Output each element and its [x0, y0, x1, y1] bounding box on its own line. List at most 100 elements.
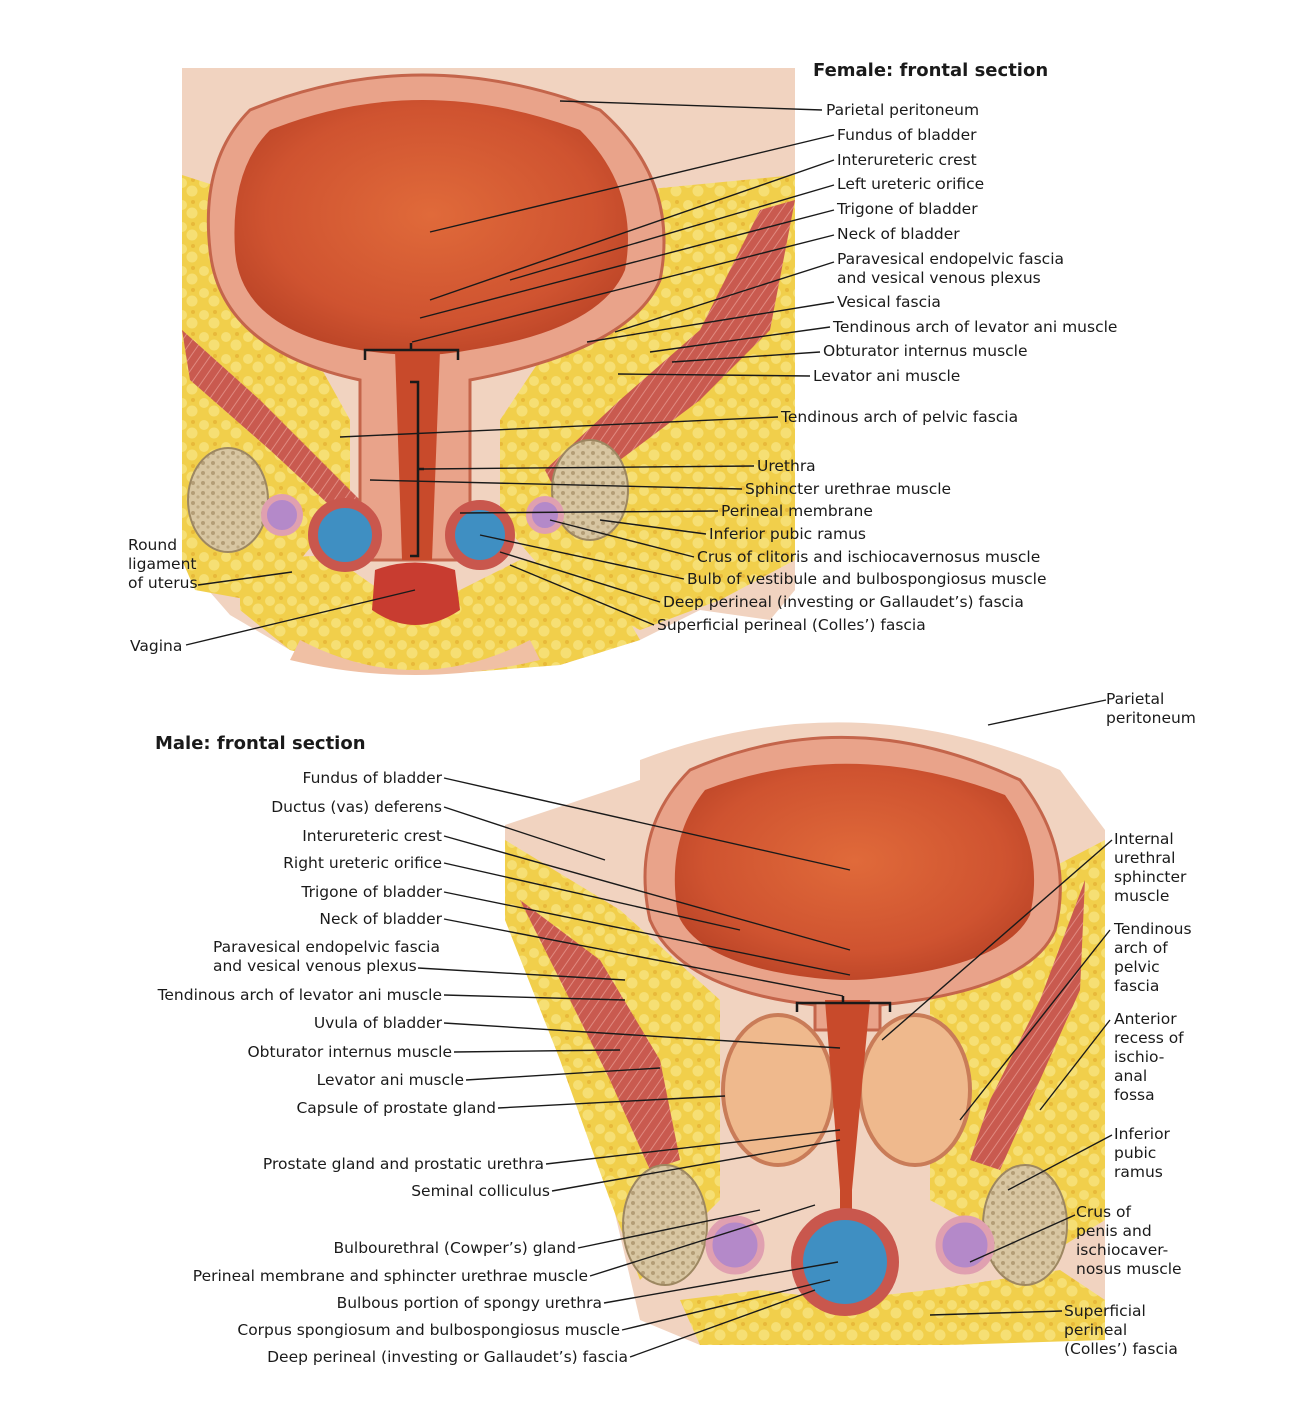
label-female-round-ligament-line1: Round	[128, 536, 178, 554]
leader-f-parietal-peritoneum	[559, 100, 823, 111]
label-female-trigone-of-bladder: Trigone of bladder	[837, 200, 978, 218]
label-male-bulbourethral-gland: Bulbourethral (Cowper’s) gland	[333, 1239, 576, 1257]
label-female-urethra: Urethra	[757, 457, 816, 475]
label-male-uvula-of-bladder: Uvula of bladder	[313, 1014, 442, 1032]
label-male-crus-line4: nosus muscle	[1076, 1260, 1182, 1278]
female-bulb-left	[308, 498, 382, 572]
label-male-paravesical-line1: Paravesical endopelvic fascia	[212, 938, 440, 956]
label-male-bulbous-spongy-urethra: Bulbous portion of spongy urethra	[336, 1294, 602, 1312]
leader-f-perineal-membrane	[459, 510, 719, 514]
label-male-fundus-of-bladder: Fundus of bladder	[302, 769, 442, 787]
leader-m-crus-penis	[969, 1214, 1076, 1263]
male-muscle-right	[970, 880, 1085, 1170]
label-male-tendinous-arch-pelvic: Tendinous arch of pelvic fascia	[1114, 920, 1192, 996]
leader-f-vesical-fascia	[586, 301, 835, 343]
male-bladder-lumen	[674, 763, 1035, 980]
female-bracket-urethra	[410, 380, 424, 558]
label-female-vesical-fascia: Vesical fascia	[837, 293, 941, 311]
label-male-internal-line2: urethral	[1114, 849, 1176, 867]
label-male-recess-line1: Anterior	[1114, 1010, 1177, 1028]
male-corpus-spongiosum	[791, 1208, 899, 1316]
label-female-perineal-membrane: Perineal membrane	[721, 502, 873, 520]
leader-f-sphincter	[369, 479, 743, 490]
label-male-parietal-line2: peritoneum	[1106, 709, 1196, 727]
label-male-ramus-line1: Inferior	[1114, 1125, 1170, 1143]
leader-f-superficial-perineal	[509, 564, 655, 626]
label-male-crus-line3: ischiocaver-	[1076, 1241, 1169, 1259]
label-male-perineal-membrane: Perineal membrane and sphincter urethrae…	[192, 1267, 588, 1285]
leader-m-superficial-perineal	[929, 1310, 1063, 1316]
label-male-seminal-colliculus: Seminal colliculus	[411, 1182, 550, 1200]
label-male-tendinous-line1: Tendinous	[1114, 920, 1192, 938]
leader-f-levator-ani	[617, 373, 811, 377]
female-vagina	[372, 562, 460, 625]
label-male-ductus-deferens: Ductus (vas) deferens	[271, 798, 442, 816]
leader-m-corpus-spongiosum	[621, 1279, 831, 1331]
female-crus-right	[526, 496, 564, 534]
male-title: Male: frontal section	[155, 733, 366, 754]
label-male-internal-urethral-sphincter: Internal urethral sphincter muscle	[1114, 830, 1186, 906]
male-crus-left	[705, 1215, 765, 1275]
leader-m-bulbourethral	[577, 1209, 761, 1249]
label-male-crus-line1: Crus of	[1076, 1203, 1131, 1221]
female-illustration	[182, 68, 795, 675]
label-male-right-ureteric-orifice: Right ureteric orifice	[283, 854, 442, 872]
label-male-recess-line4: anal	[1114, 1067, 1148, 1085]
male-bracket-neck	[795, 996, 892, 1012]
leader-m-neck	[443, 918, 844, 997]
leader-lines	[185, 100, 1113, 1358]
label-male-tendinous-line2: arch of	[1114, 939, 1168, 957]
label-male-interureteric-crest: Interureteric crest	[302, 827, 442, 845]
leader-f-vagina	[185, 589, 416, 646]
leader-f-fundus	[429, 134, 835, 233]
label-male-parietal-peritoneum: Parietal peritoneum	[1106, 690, 1196, 728]
label-female-paravesical-line1: Paravesical endopelvic fascia	[837, 250, 1065, 268]
label-female-left-ureteric-orifice: Left ureteric orifice	[837, 175, 985, 193]
male-muscle-left	[520, 900, 680, 1170]
label-female-sphincter-urethrae: Sphincter urethrae muscle	[745, 480, 952, 498]
male-prostate-right	[858, 1013, 972, 1167]
leader-m-levator-ani	[465, 1067, 661, 1081]
leader-m-bulbous-portion	[603, 1261, 839, 1304]
male-fat-lower	[680, 1270, 1105, 1345]
leader-f-crus-clitoris	[549, 519, 695, 558]
leader-f-tendinous-pelvic	[339, 416, 779, 438]
label-female-deep-perineal-fascia: Deep perineal (investing or Gallaudet’s)…	[663, 593, 1024, 611]
leader-f-left-ureteric-orifice	[509, 184, 835, 281]
label-male-parietal-line1: Parietal	[1106, 690, 1165, 708]
label-male-inferior-pubic-ramus: Inferior pubic ramus	[1114, 1125, 1170, 1182]
female-pubic-bone-right	[551, 439, 629, 541]
leader-f-inferior-pubic-ramus	[599, 519, 707, 535]
leader-f-obturator	[671, 351, 821, 363]
leader-m-prostate	[545, 1129, 841, 1165]
label-female-parietal-peritoneum: Parietal peritoneum	[826, 101, 980, 119]
leader-m-trigone	[443, 891, 851, 976]
label-male-obturator-internus: Obturator internus muscle	[247, 1043, 452, 1061]
leader-f-bulb-vestibule	[479, 534, 685, 580]
label-male-recess-line5: fossa	[1114, 1086, 1155, 1104]
label-male-prostate-gland: Prostate gland and prostatic urethra	[262, 1155, 544, 1173]
label-male-levator-ani: Levator ani muscle	[316, 1071, 464, 1089]
label-female-interureteric-crest: Interureteric crest	[837, 151, 977, 169]
label-male-ramus-line2: pubic	[1114, 1144, 1157, 1162]
label-female-neck-of-bladder: Neck of bladder	[837, 225, 960, 243]
label-female-fundus-of-bladder: Fundus of bladder	[837, 126, 977, 144]
leader-f-trigone	[419, 209, 835, 319]
leader-f-deep-perineal	[499, 551, 661, 603]
label-male-tendinous-line3: pelvic	[1114, 958, 1160, 976]
female-bladder-lumen	[234, 100, 628, 355]
leader-f-paravesical	[614, 261, 835, 333]
label-female-inferior-pubic-ramus: Inferior pubic ramus	[709, 525, 866, 543]
label-female-crus-of-clitoris: Crus of clitoris and ischiocavernosus mu…	[697, 548, 1041, 566]
leader-m-seminal-colliculus	[551, 1139, 841, 1192]
label-female-bulb-of-vestibule: Bulb of vestibule and bulbospongiosus mu…	[687, 570, 1047, 588]
leader-m-ductus	[443, 806, 606, 861]
label-male-recess-line3: ischio-	[1114, 1048, 1165, 1066]
label-male-tendinous-line4: fascia	[1114, 977, 1160, 995]
leader-m-tendinous-levator	[443, 994, 626, 1001]
label-male-recess-line2: recess of	[1114, 1029, 1184, 1047]
leader-m-internal-sphincter	[881, 839, 1113, 1041]
label-male-tendinous-arch-levator: Tendinous arch of levator ani muscle	[157, 986, 442, 1004]
